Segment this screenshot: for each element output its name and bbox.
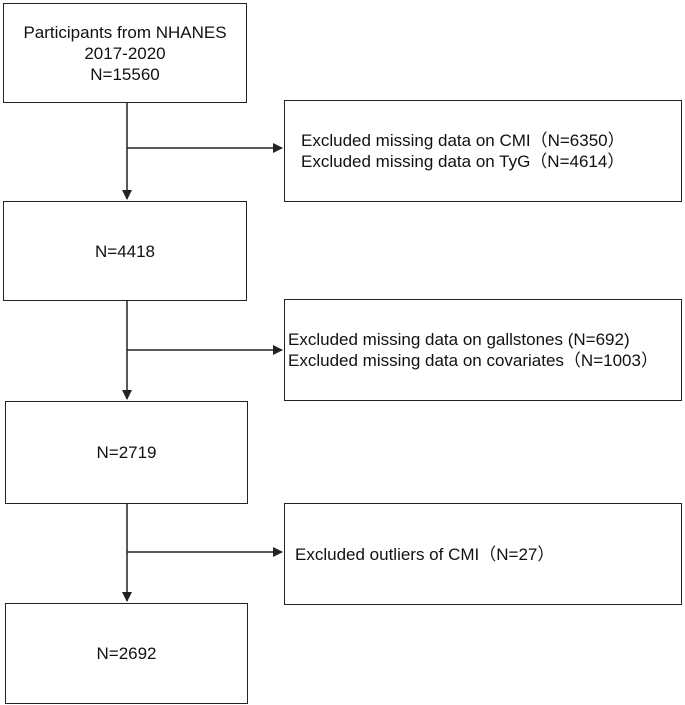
exclusion-box-1: Excluded missing data on CMI（N=6350） Exc…	[284, 100, 682, 202]
start-line-3: N=15560	[90, 64, 160, 84]
exclusion-box-2: Excluded missing data on gallstones (N=6…	[284, 299, 682, 401]
exclusion-1-line-1: Excluded missing data on CMI（N=6350）	[301, 131, 625, 150]
start-box: Participants from NHANES 2017-2020 N=155…	[3, 3, 247, 103]
exclusion-box-3: Excluded outliers of CMI（N=27）	[284, 503, 682, 605]
step3-label: N=2719	[96, 443, 157, 462]
exclusion-2-line-1: Excluded missing data on gallstones (N=6…	[288, 330, 630, 349]
exclusion-3-line-1: Excluded outliers of CMI（N=27）	[295, 544, 555, 564]
start-line-1: Participants from NHANES	[23, 22, 227, 42]
exclusion-2-line-2: Excluded missing data on covariates（N=10…	[288, 351, 658, 370]
final-label: N=2692	[96, 644, 157, 663]
start-line-2: 2017-2020	[84, 43, 166, 63]
step3-box: N=2719	[5, 401, 248, 504]
exclusion-1-line-2: Excluded missing data on TyG（N=4614）	[301, 152, 625, 171]
step2-box: N=4418	[3, 201, 247, 301]
final-box: N=2692	[5, 603, 248, 704]
step2-label: N=4418	[94, 241, 156, 261]
